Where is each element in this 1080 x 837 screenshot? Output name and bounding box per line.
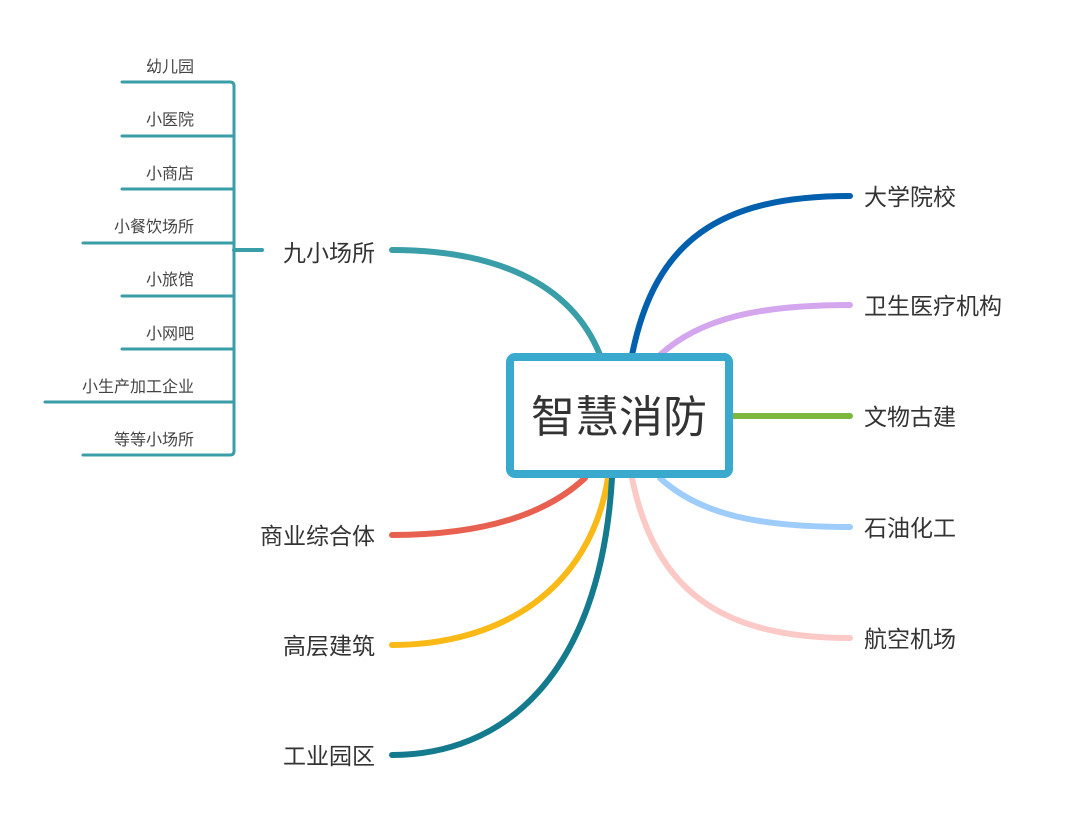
branch-line-hangkong [629,475,853,641]
sub-label[interactable]: 小旅馆 [146,270,194,289]
sub-label[interactable]: 小医院 [146,110,194,129]
branch-label-wenwu[interactable]: 文物古建 [864,405,956,431]
sub-label[interactable]: 小商店 [146,164,194,183]
branch-label-shiyou[interactable]: 石油化工 [864,516,956,542]
branch-label-gongye[interactable]: 工业园区 [283,744,375,770]
branch-label-hangkong[interactable]: 航空机场 [864,627,956,653]
branch-line-shiyou [657,475,853,530]
branch-line-daxue [629,193,853,358]
branch-label-gaoceng[interactable]: 高层建筑 [283,634,375,660]
sub-label[interactable]: 小生产加工企业 [82,377,194,396]
branch-label-shangye[interactable]: 商业综合体 [260,524,375,550]
center-node[interactable] [506,353,733,478]
branch-line-gongye [389,475,615,758]
branch-label-weisheng[interactable]: 卫生医疗机构 [864,294,1002,320]
sub-label[interactable]: 小餐饮场所 [114,217,194,236]
sub-label[interactable]: 等等小场所 [114,430,194,449]
center-node-label: 智慧消防 [531,392,707,443]
branch-line-shangye [389,475,588,538]
branch-line-gaoceng [389,475,611,648]
branch-label-daxue[interactable]: 大学院校 [864,185,956,211]
sub-label[interactable]: 幼儿园 [146,57,194,76]
branch-label-jiuxiao[interactable]: 九小场所 [283,241,375,267]
branch-line-jiuxiao [389,247,603,358]
sub-branch-bracket [43,80,264,457]
branch-line-weisheng [657,302,853,358]
sub-label[interactable]: 小网吧 [146,324,194,343]
